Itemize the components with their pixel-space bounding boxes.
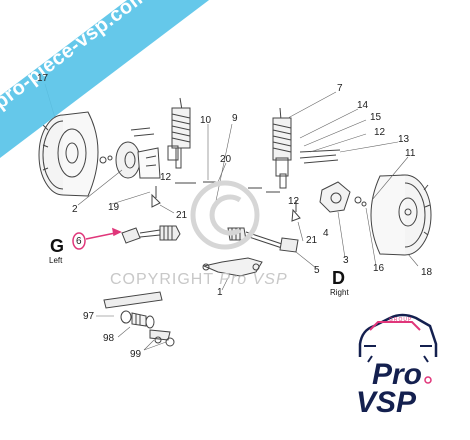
callout-13: 13: [398, 134, 410, 145]
logo-car-outline: [358, 313, 438, 363]
highlight-part-6: [72, 227, 122, 250]
left-side-letter: G: [50, 236, 65, 256]
callout-7: 7: [337, 83, 343, 94]
right-wheel: [370, 174, 432, 256]
watermark-banner: [0, 0, 210, 158]
left-wheel: [38, 111, 99, 197]
left-hub-assembly: [99, 141, 161, 179]
callout-21-right: 21: [306, 235, 318, 246]
copyright-prefix: COPYRIGHT: [110, 271, 214, 288]
copyright-brand: Pro VSP: [219, 271, 288, 288]
left-shock-absorber: [167, 97, 191, 169]
callout-12-right: 12: [288, 196, 300, 207]
callout-9: 9: [232, 113, 238, 124]
logo-dot: [424, 376, 432, 384]
logo-group-text: GROUP: [389, 317, 413, 323]
callout-17: 17: [37, 73, 49, 84]
lower-control-arm: [202, 257, 263, 277]
callout-97: 97: [83, 311, 95, 322]
callout-98: 98: [103, 333, 115, 344]
right-side-letter: D: [332, 268, 345, 288]
logo-pro-text: Pro: [372, 358, 423, 391]
right-side-word: Right: [330, 288, 349, 297]
callout-3: 3: [343, 255, 349, 266]
callout-99: 99: [130, 349, 142, 360]
callout-11: 11: [405, 148, 416, 159]
callout-16: 16: [373, 263, 385, 274]
callout-19: 19: [108, 202, 120, 213]
callout-10: 10: [200, 115, 212, 126]
copyright-watermark: COPYRIGHT Pro VSP: [110, 271, 288, 289]
callout-18: 18: [421, 267, 433, 278]
callout-4: 4: [323, 228, 329, 239]
callout-15: 15: [370, 112, 382, 123]
left-side-word: Left: [49, 256, 63, 265]
right-hub-assembly: [319, 181, 367, 213]
callout-20: 20: [220, 154, 232, 165]
callout-21-left: 21: [176, 210, 188, 221]
callout-1: 1: [217, 287, 223, 298]
callout-12-left: 12: [160, 172, 172, 183]
callout-2: 2: [72, 204, 78, 215]
boot-kit-parts: [103, 291, 175, 347]
left-driveshaft: [121, 225, 181, 244]
hardware-parts: [130, 127, 341, 222]
callout-5: 5: [314, 265, 320, 276]
logo-vsp-text: VSP: [356, 386, 417, 419]
callout-6: 6: [76, 236, 82, 247]
right-shock-absorber: [272, 107, 292, 189]
copyright-circle-watermark: [190, 180, 260, 250]
callout-12: 12: [374, 127, 386, 138]
callout-14: 14: [357, 100, 369, 111]
leader-lines: [44, 83, 419, 351]
